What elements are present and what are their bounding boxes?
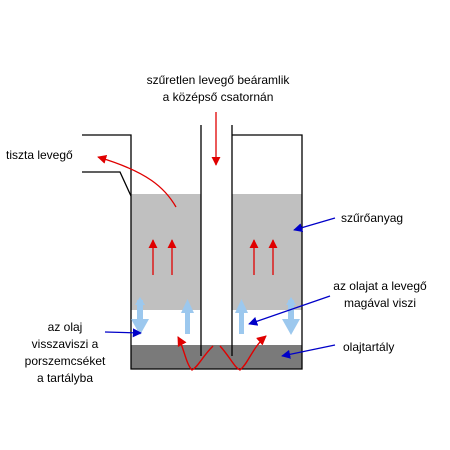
oil-carried-label-line2: magával viszi (343, 296, 417, 310)
filter-material-left (131, 194, 201, 310)
air-flow-over-oil (219, 335, 267, 371)
filter-material-label: szűrőanyag (341, 211, 404, 225)
oil-return-arrow (131, 297, 149, 335)
oil-returns-pointer (104, 328, 142, 338)
oil-returns-label: az olaj visszaviszi a porszemcséket a ta… (10, 319, 120, 387)
oil-carried-label: az olajat a levegő magával viszi (320, 278, 440, 312)
oil-returns-label-line1: az olaj (47, 320, 83, 334)
oil-tank (131, 345, 302, 369)
oil-returns-label-line2: visszaviszi a (31, 337, 99, 351)
filter-material-right (232, 194, 302, 310)
oil-tank-pointer (281, 344, 336, 359)
clean-air-label: tiszta levegő (6, 148, 73, 162)
outlet-channel-wall (82, 171, 132, 197)
inflow-label: szűretlen levegő beáramlik a középső csa… (118, 72, 318, 106)
inflow-label-line1: szűretlen levegő beáramlik (146, 73, 290, 87)
oil-carried-label-line1: az olajat a levegő (333, 279, 427, 293)
oil-returns-label-line3: porszemcséket (24, 354, 106, 368)
oil-carried-arrow (235, 299, 248, 334)
air-flow-over-oil (177, 336, 214, 371)
housing-outline (82, 134, 303, 370)
oil-tank-label: olajtartály (343, 340, 395, 354)
oil-carried-arrow (181, 299, 194, 334)
oil-returns-label-line4: a tartályba (36, 371, 94, 385)
oil-carried-pointer (248, 295, 331, 326)
clean-air-outflow-arrow (97, 154, 177, 208)
inflow-label-line2: a középső csatornán (162, 90, 274, 104)
filter-material-pointer (293, 217, 336, 233)
